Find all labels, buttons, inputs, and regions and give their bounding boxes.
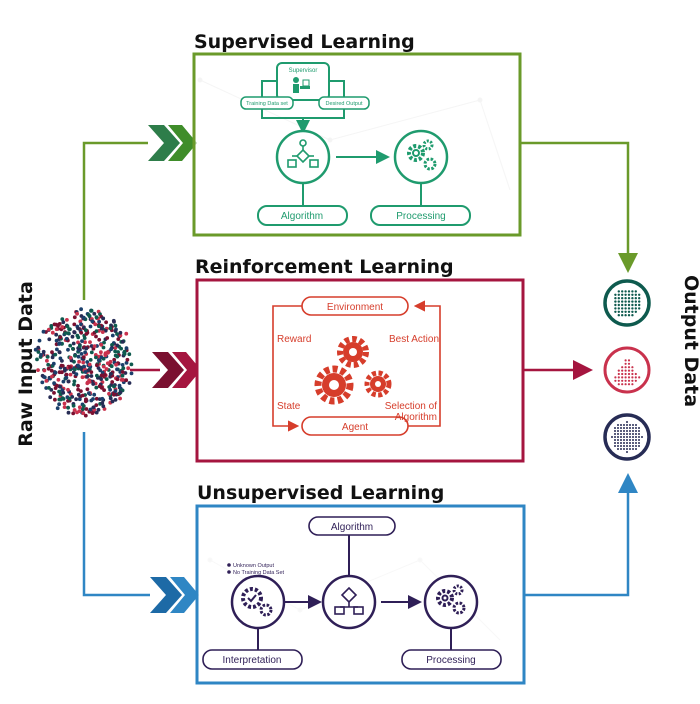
unknown-output-note: Unknown Output [233, 563, 274, 569]
output-circle-teal [603, 279, 651, 327]
best-action-label: Best Action [389, 334, 439, 345]
processing-label: Processing [426, 655, 475, 666]
output-circle-navy [603, 413, 651, 461]
reinforcement-diagram: Environment Agent Reward Best Action Sta… [272, 296, 441, 436]
algorithm-label: Algorithm [331, 522, 373, 533]
chevron-green-icon [148, 125, 197, 161]
agent-label: Agent [342, 422, 368, 433]
supervisor-person-icon [293, 77, 310, 93]
algorithm-pill-label: Algorithm [281, 211, 323, 222]
unsupervised-learning-title: Unsupervised Learning [197, 482, 445, 504]
chevron-blue-icon [150, 577, 199, 613]
supervised-diagram: Supervisor Training Data set Desired Out… [240, 62, 471, 226]
chevron-red-icon [152, 352, 201, 388]
state-label: State [277, 401, 301, 412]
training-data-label: Training Data set [246, 101, 288, 107]
selection-label-line2: Algorithm [395, 412, 437, 423]
environment-label: Environment [327, 302, 383, 313]
supervisor-label: Supervisor [289, 68, 318, 74]
selection-label-line1: Selection of [385, 401, 437, 412]
unsupervised-diagram: Algorithm Unknown Output No Training Dat… [202, 516, 502, 670]
gears-icon [407, 139, 437, 171]
desired-output-label: Desired Output [326, 101, 363, 107]
reinforcement-learning-title: Reinforcement Learning [195, 256, 454, 278]
no-training-note: No Training Data Set [233, 570, 285, 576]
reward-label: Reward [277, 334, 311, 345]
gear-check-icon [241, 587, 273, 617]
output-circle-red [603, 346, 651, 394]
processing-pill-label: Processing [396, 211, 445, 222]
flow-supervised [82, 141, 638, 300]
interpretation-label: Interpretation [223, 655, 282, 666]
flowchart-icon [334, 586, 364, 615]
gears-icon [314, 336, 392, 405]
flowchart-icon [287, 139, 319, 168]
supervised-box [192, 52, 522, 237]
gears-icon [436, 584, 466, 615]
flow-unsupervised [82, 432, 638, 597]
supervised-learning-title: Supervised Learning [194, 31, 415, 53]
raw-input-data-cluster [33, 307, 134, 418]
